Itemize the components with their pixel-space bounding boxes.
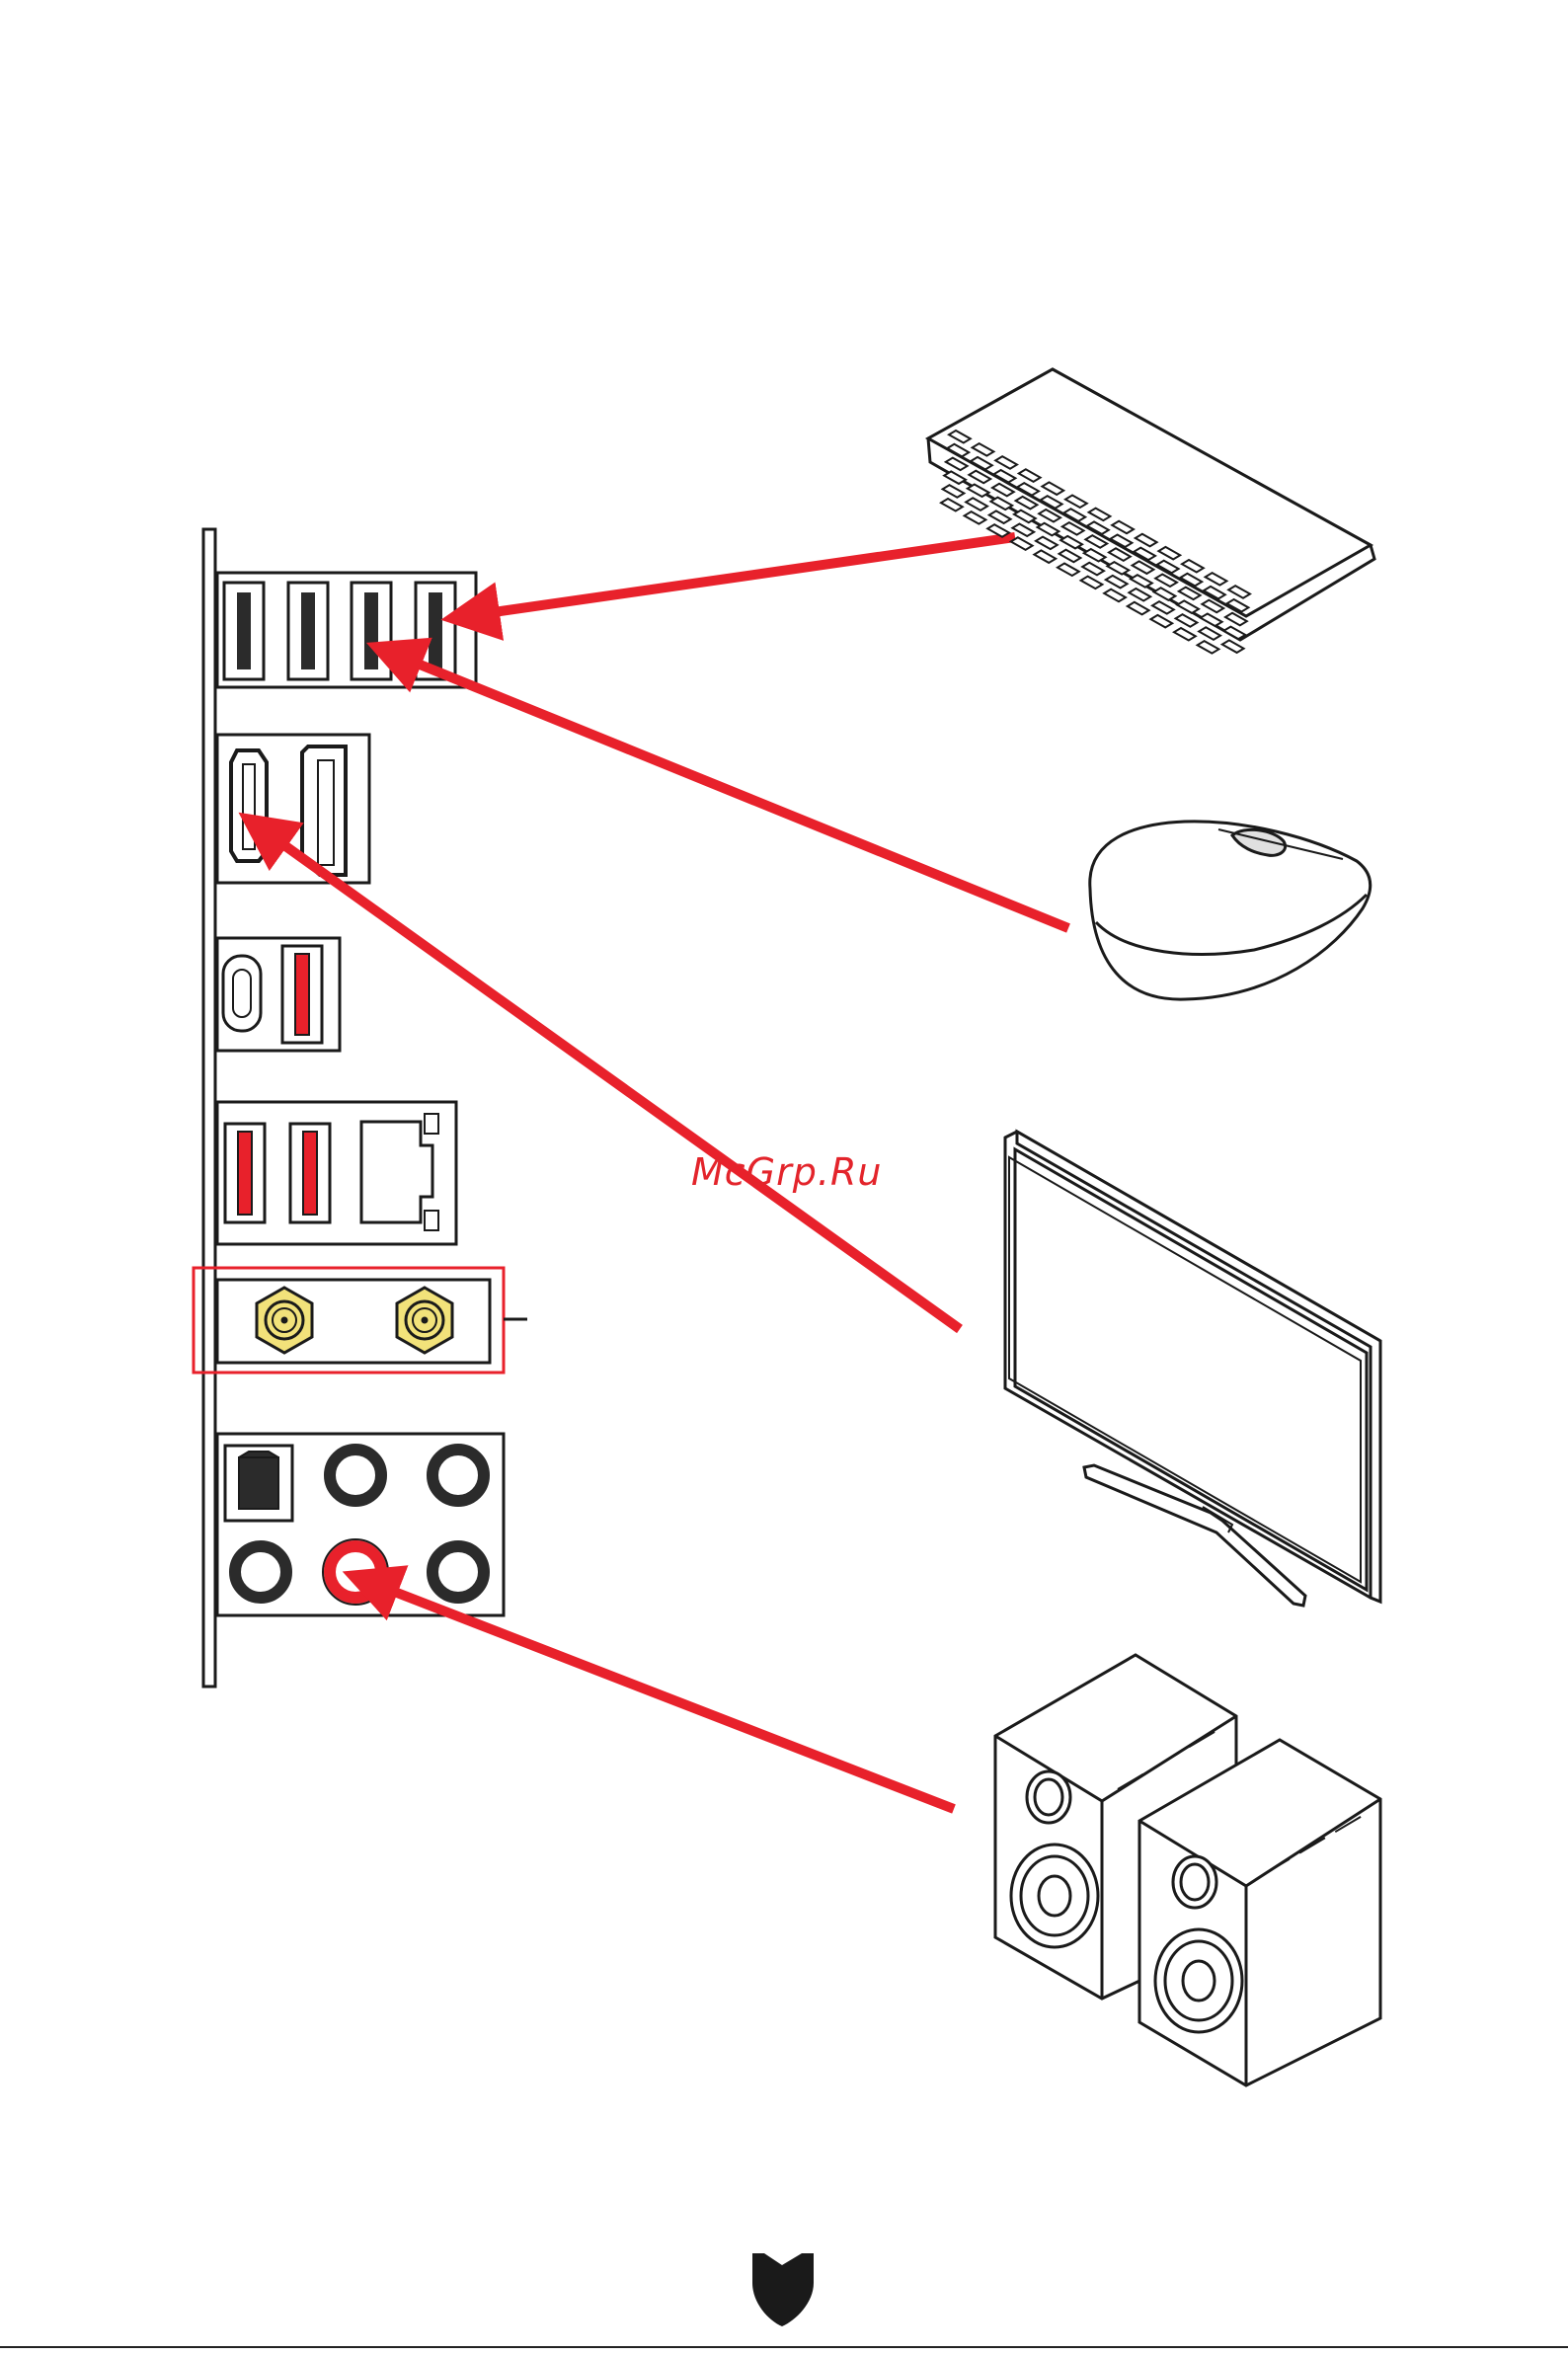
watermark-text: McGrp.Ru [691, 1150, 882, 1194]
keyboard-key [1036, 537, 1058, 550]
audio-jack-5 [432, 1546, 484, 1598]
antenna-connector-2 [397, 1288, 452, 1353]
line-out-jack [330, 1546, 381, 1598]
monitor [1005, 1132, 1380, 1606]
usb-lan-group [217, 1102, 456, 1244]
arrow-mouse-to-usb [403, 658, 1068, 928]
keyboard-key [1012, 524, 1034, 537]
keyboard-key [1034, 550, 1056, 563]
antenna-connector-1 [257, 1288, 312, 1353]
arrow-speakers-to-lineout [379, 1586, 954, 1809]
io-panel-rail [203, 529, 215, 1687]
keyboard-key [1106, 576, 1128, 589]
keyboard [928, 369, 1374, 654]
keyboard-key [966, 498, 987, 510]
msi-shield-icon [752, 2253, 814, 2326]
mouse [1090, 822, 1371, 999]
keyboard-key [1129, 589, 1150, 601]
keyboard-key [1128, 602, 1149, 615]
audio-jack-2 [432, 1450, 484, 1501]
keyboard-key [943, 485, 965, 498]
video-output-group [217, 735, 369, 883]
io-panel [194, 529, 527, 1687]
keyboard-key [1198, 641, 1219, 654]
keyboard-key [1176, 614, 1198, 627]
lan-port [361, 1122, 432, 1222]
speakers [995, 1655, 1380, 2085]
keyboard-key [1199, 627, 1220, 640]
usb-port-2 [288, 583, 328, 679]
keyboard-key [1058, 564, 1079, 577]
keyboard-key [987, 524, 1009, 537]
wifi-antenna-group [194, 1268, 527, 1373]
keyboard-key [1059, 550, 1081, 563]
keyboard-key [1104, 589, 1126, 602]
keyboard-key [1081, 577, 1103, 589]
usb-c-group [217, 938, 340, 1051]
arrow-keyboard-to-usb [480, 537, 1015, 614]
usb-port-1 [224, 583, 264, 679]
keyboard-key [941, 499, 963, 511]
keyboard-key [1174, 628, 1196, 641]
audio-jack-1 [330, 1450, 381, 1501]
keyboard-key [1082, 563, 1104, 576]
audio-jack-3 [235, 1546, 286, 1598]
keyboard-key [989, 510, 1011, 523]
footer-line [0, 2346, 1568, 2348]
keyboard-key [1222, 640, 1244, 653]
audio-group [217, 1434, 504, 1615]
usb-port-3 [352, 583, 391, 679]
arrow-monitor-to-hdmi [271, 835, 960, 1329]
keyboard-key [1152, 601, 1174, 614]
keyboard-key [1011, 537, 1033, 550]
keyboard-key [965, 511, 986, 524]
keyboard-key [1150, 615, 1172, 628]
